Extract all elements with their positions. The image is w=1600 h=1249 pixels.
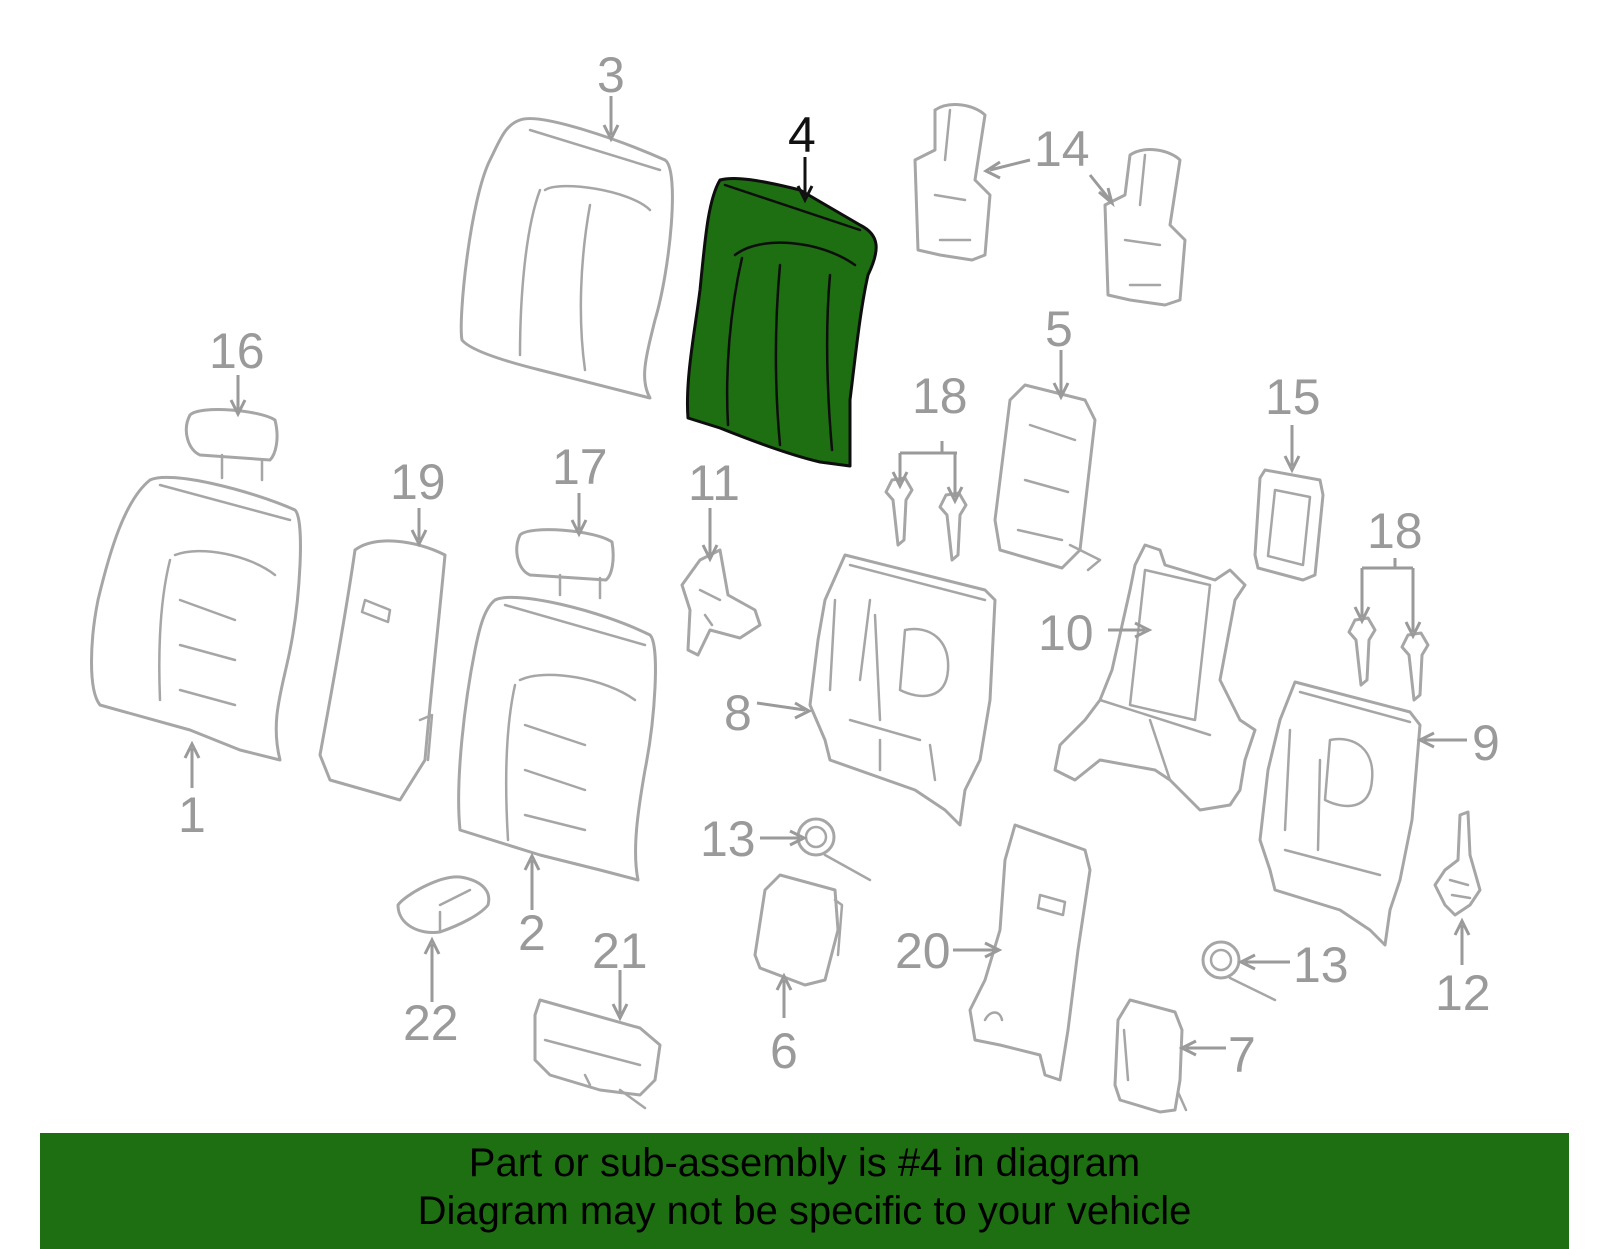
callout-9: 9 [1472, 715, 1500, 771]
callout-10: 10 [1038, 605, 1094, 661]
part-15-pad[interactable] [1253, 468, 1325, 582]
callout-15: 15 [1265, 369, 1321, 425]
part-22-switch[interactable] [396, 875, 491, 935]
part-14-headrest-guides[interactable] [913, 103, 1187, 307]
part-5-pad[interactable] [993, 383, 1102, 572]
callout-7: 7 [1228, 1027, 1256, 1083]
callout-8: 8 [724, 685, 752, 741]
callout-13: 13 [1293, 937, 1349, 993]
callout-3: 3 [597, 47, 625, 103]
part-8-frame[interactable] [808, 553, 997, 827]
part-11-bracket[interactable] [680, 548, 762, 657]
callout-21: 21 [592, 923, 648, 979]
callout-20: 20 [895, 923, 951, 979]
part-1-seat-back[interactable] [90, 475, 302, 762]
callout-4: 4 [788, 107, 816, 163]
part-2-seat-back[interactable] [457, 595, 657, 882]
callout-16: 16 [209, 323, 265, 379]
part-10-center-frame[interactable] [1053, 543, 1257, 812]
info-banner: Part or sub-assembly is #4 in diagram Di… [40, 1133, 1569, 1249]
part-20-side-panel[interactable] [968, 823, 1092, 1082]
callout-22: 22 [403, 995, 459, 1051]
parts-diagram: 3 4 14 16 5 18 15 19 17 11 18 10 8 9 1 1… [90, 47, 1500, 1114]
banner-line-1: Part or sub-assembly is #4 in diagram [468, 1141, 1141, 1185]
callout-17: 17 [552, 439, 608, 495]
part-21-module[interactable] [533, 998, 662, 1110]
part-12-bracket[interactable] [1433, 810, 1482, 917]
callout-6: 6 [770, 1023, 798, 1079]
callout-2: 2 [518, 905, 546, 961]
part-6-cover[interactable] [753, 873, 844, 987]
part-7-cover[interactable] [1113, 998, 1188, 1114]
part-17-headrest[interactable] [515, 528, 615, 600]
leader-lines [183, 96, 1471, 1057]
part-3-seat-back-trim[interactable] [459, 117, 674, 400]
part-19-side-bolster[interactable] [318, 539, 447, 802]
banner-line-2: Diagram may not be specific to your vehi… [417, 1189, 1192, 1233]
part-16-headrest[interactable] [184, 408, 279, 482]
callout-5: 5 [1045, 301, 1073, 357]
callout-14: 14 [1034, 121, 1090, 177]
part-9-frame[interactable] [1258, 680, 1422, 947]
part-4-seat-back-pad[interactable] [686, 177, 878, 468]
callout-13: 13 [700, 811, 756, 867]
callout-11: 11 [688, 455, 740, 511]
callout-19: 19 [390, 454, 446, 510]
callout-1: 1 [178, 787, 206, 843]
part-18-clips-right[interactable] [1347, 616, 1430, 702]
callout-18: 18 [912, 368, 968, 424]
part-18-clips-left[interactable] [884, 476, 968, 562]
callout-labels: 3 4 14 16 5 18 15 19 17 11 18 10 8 9 1 1… [178, 47, 1500, 1083]
callout-12: 12 [1435, 965, 1491, 1021]
callout-18: 18 [1367, 503, 1423, 559]
part-13-ring-left[interactable] [796, 817, 872, 882]
part-13-ring-right[interactable] [1201, 940, 1277, 1002]
